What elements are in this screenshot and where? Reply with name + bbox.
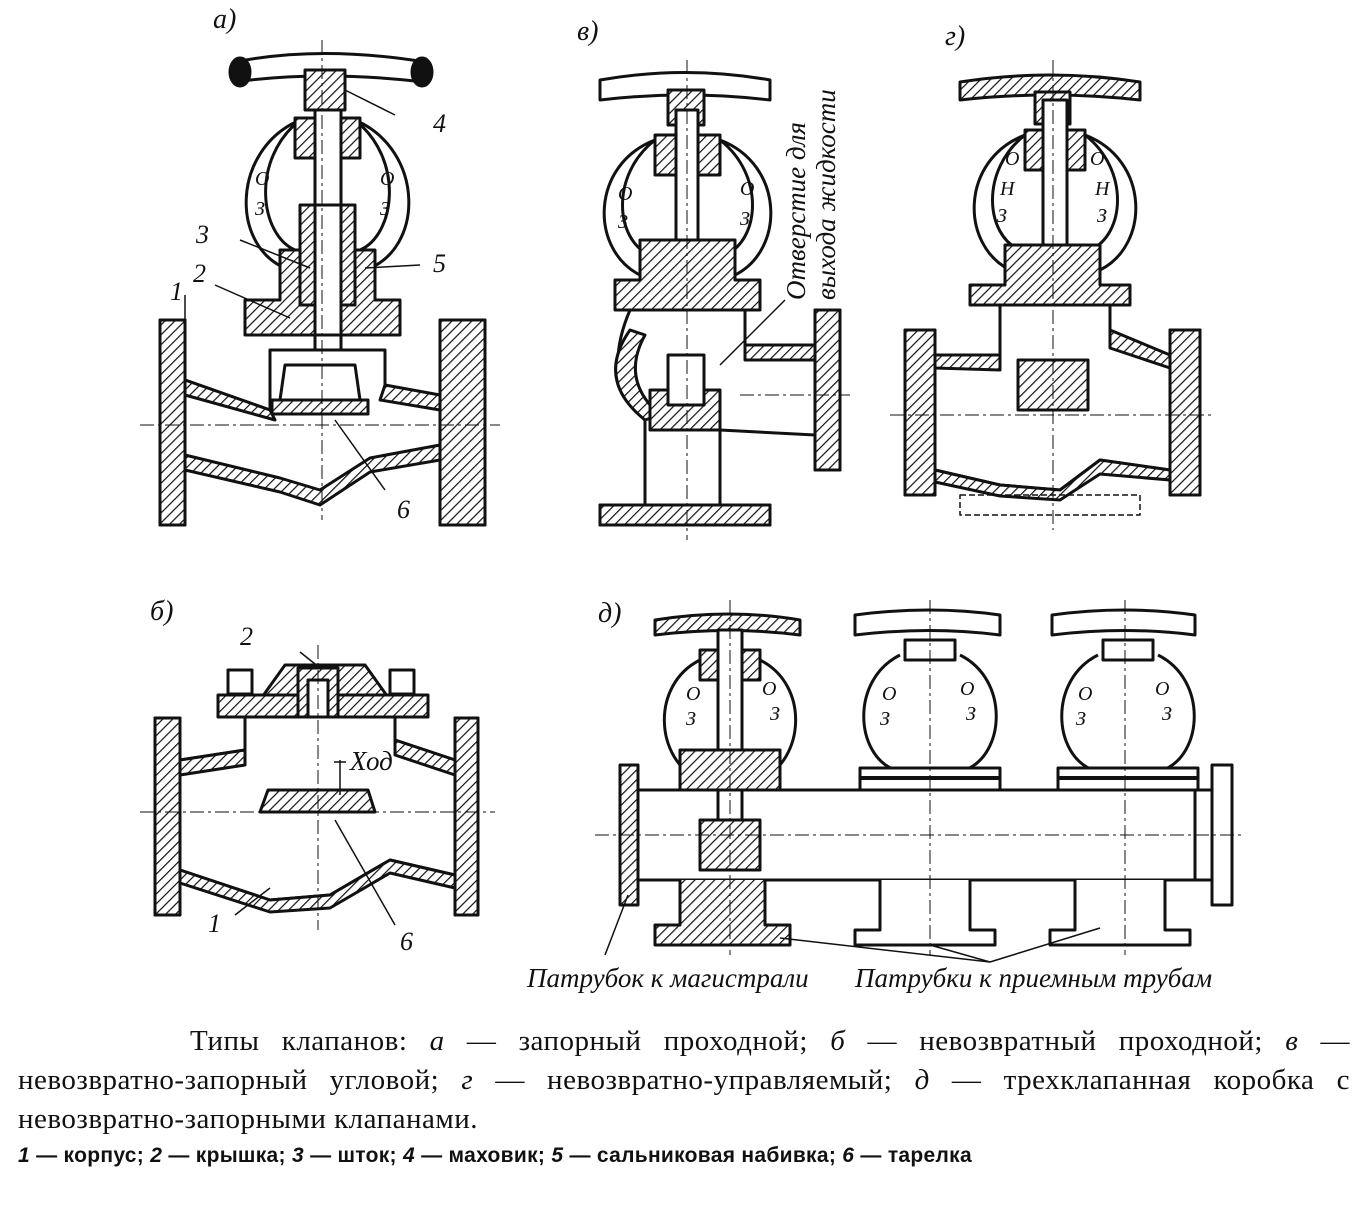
legend-text-5: — сальниковая набивка; <box>563 1144 843 1167</box>
handwheel-d2 <box>853 608 1002 637</box>
part-number-a-2: 2 <box>193 259 206 288</box>
scale-o-d3-left: О <box>1078 683 1092 705</box>
scale-z-a-right: З <box>380 198 390 220</box>
valve-diagram: а) в) г) б) д) 1 2 3 4 5 6 2 1 6 О З О З… <box>140 4 1245 993</box>
outlet-hole-label-line2: выхода жидкости <box>811 89 841 300</box>
panel-label-d: д) <box>598 598 622 629</box>
caption-text-a: — запорный проходной; <box>444 1025 831 1057</box>
caption-text-v: — невозвратно-запорный угловой; <box>18 1025 1351 1096</box>
scale-o-d2-left: О <box>882 683 896 705</box>
legend-index-6: 6 <box>842 1144 855 1167</box>
scale-o-d1-left: О <box>686 683 700 705</box>
caption-letter-b: б <box>830 1025 846 1057</box>
caption-letter-v: в <box>1285 1025 1299 1057</box>
part-number-b-2: 2 <box>240 622 253 651</box>
handwheel-d3 <box>1050 608 1197 637</box>
part-numbers: 1 2 3 4 5 6 2 1 6 <box>170 109 446 956</box>
part-number-a-4: 4 <box>433 109 446 138</box>
scale-o-g-right: О <box>1090 148 1104 170</box>
scale-o-d2-right: О <box>960 678 974 700</box>
part-number-b-1: 1 <box>208 909 221 938</box>
legend-index-3: 3 <box>291 1144 304 1167</box>
legend-text-4: — маховик; <box>414 1144 552 1167</box>
part-number-a-6: 6 <box>397 495 410 524</box>
panel-label-g: г) <box>945 21 965 52</box>
panel-labels: а) в) г) б) д) <box>150 4 965 629</box>
handwheel-g <box>958 73 1142 102</box>
scale-z-a-left: З <box>255 198 265 220</box>
annotations: Ход Отверстие для выхода жидкости Патруб… <box>349 89 1212 993</box>
outlet-hole-label-line1: Отверстие для <box>781 122 811 300</box>
panel-label-v: в) <box>577 16 598 47</box>
legend-index-5: 5 <box>551 1144 564 1167</box>
valve-g <box>890 60 1215 530</box>
caption-title: Типы клапанов: <box>190 1025 408 1057</box>
caption-text-b: — невозвратный проходной; <box>845 1025 1286 1057</box>
legend-text-3: — шток; <box>303 1144 403 1167</box>
scale-o-a-right: О <box>380 168 394 190</box>
caption-text-d: — трехклапанная коробка с невозвратно-за… <box>18 1064 1350 1135</box>
main-pipe-label: Патрубок к магистрали <box>526 963 809 993</box>
scale-z-g-right: З <box>1097 205 1107 227</box>
handwheel-d1 <box>653 612 802 637</box>
caption-letter-g: г <box>461 1064 474 1096</box>
legend-text-1: — корпус; <box>29 1144 151 1167</box>
legend-index-2: 2 <box>150 1144 163 1167</box>
scale-z-v-right: З <box>740 208 750 230</box>
valve-a <box>140 40 500 527</box>
valve-d <box>595 600 1245 963</box>
part-number-b-6: 6 <box>400 927 413 956</box>
scale-o-v-left: О <box>618 183 632 205</box>
part-number-a-3: 3 <box>195 220 209 249</box>
scale-o-v-right: О <box>740 178 754 200</box>
valve-b <box>140 645 495 930</box>
scale-z-d3-left: З <box>1076 708 1086 730</box>
scale-o-g-left: О <box>1005 148 1019 170</box>
scale-z-d2-left: З <box>880 708 890 730</box>
scale-o-d3-right: О <box>1155 678 1169 700</box>
legend-text-6: — тарелка <box>854 1144 972 1167</box>
stroke-label: Ход <box>349 746 393 776</box>
legend-index-1: 1 <box>18 1144 30 1167</box>
scale-z-d1-right: З <box>770 703 780 725</box>
panel-label-b: б) <box>150 596 173 627</box>
valve-v <box>598 60 850 540</box>
intake-pipes-label: Патрубки к приемным трубам <box>854 963 1212 993</box>
scale-z-v-left: З <box>618 211 628 233</box>
handwheel-v <box>598 71 772 102</box>
caption-letter-a: а <box>429 1025 445 1057</box>
scale-n-g-right: Н <box>1094 178 1111 200</box>
parts-legend: 1 — корпус; 2 — крышка; 3 — шток; 4 — ма… <box>18 1142 1350 1170</box>
scale-z-d2-right: З <box>966 703 976 725</box>
legend-index-4: 4 <box>402 1144 415 1167</box>
caption-text-g: — невозвратно-управляемый; <box>473 1064 915 1096</box>
scale-z-g-left: З <box>997 205 1007 227</box>
figure-caption: Типы клапанов: а — запорный проходной; б… <box>18 1022 1350 1139</box>
part-number-a-5: 5 <box>433 249 446 278</box>
scale-o-d1-right: О <box>762 678 776 700</box>
scale-marks: О З О З О З О З О Н З О Н З О З О З О З … <box>255 148 1172 730</box>
legend-text-2: — крышка; <box>162 1144 292 1167</box>
panel-label-a: а) <box>213 4 236 35</box>
scale-z-d3-right: З <box>1162 703 1172 725</box>
scale-z-d1-left: З <box>686 708 696 730</box>
caption-letter-d: д <box>914 1064 930 1096</box>
part-number-a-1: 1 <box>170 277 183 306</box>
scale-n-g-left: Н <box>999 178 1016 200</box>
scale-o-a-left: О <box>255 168 269 190</box>
